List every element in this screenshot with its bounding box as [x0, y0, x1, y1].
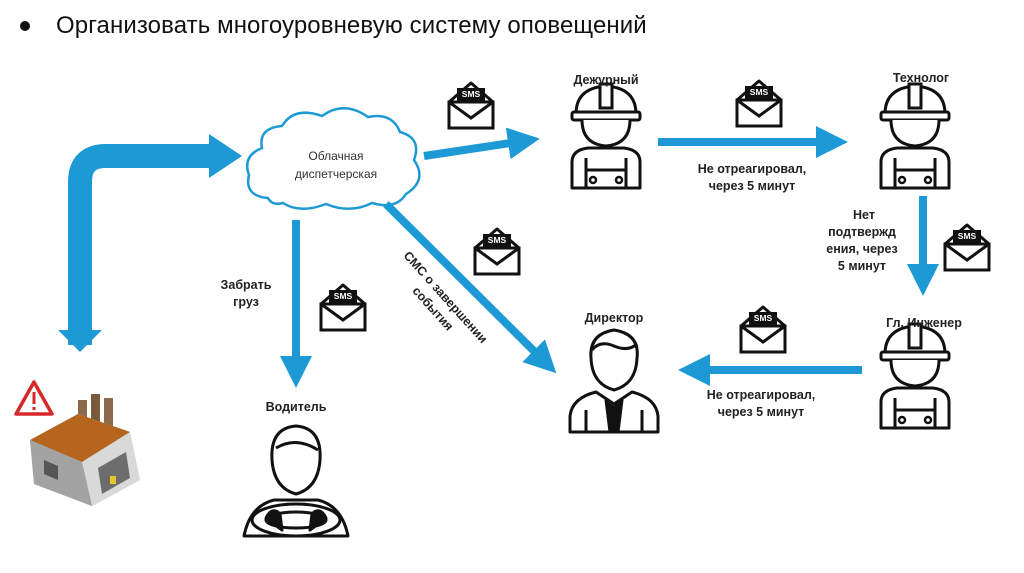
node-label-driver: Водитель [266, 400, 327, 414]
cloud-to-director-arrow [383, 201, 557, 374]
cloud-label-line1: Облачная [308, 149, 363, 163]
sms-envelope-icon [736, 302, 790, 356]
factory-icon [30, 394, 140, 506]
factory-to-cloud-arrow [58, 134, 242, 352]
node-label-chief-engineer: Гл. Инженер [886, 316, 962, 330]
sms-envelope-icon [470, 224, 524, 278]
sms-badge: SMS [488, 235, 507, 245]
cloud-to-duty-arrow [423, 127, 540, 160]
bullet-icon [20, 21, 30, 31]
edge-label-tech-eng-line2: подтвержд [828, 225, 896, 239]
sms-envelope-icon [316, 280, 370, 334]
edge-label-eng-dir-line2: через 5 минут [718, 405, 805, 419]
edge-label-tech-eng-line1: Нет [853, 208, 875, 222]
warning-icon [14, 380, 54, 416]
page-title: Организовать многоуровневую систему опов… [56, 12, 647, 39]
sms-badge: SMS [750, 87, 769, 97]
edge-label-driver-line1: Забрать [221, 278, 272, 292]
sms-envelope-icon [940, 220, 994, 274]
sms-badge: SMS [334, 291, 353, 301]
cloud-icon: Облачная диспетчерская [245, 107, 421, 210]
edge-label-tech-eng-line4: 5 минут [838, 259, 886, 273]
sms-envelope-icon [444, 78, 498, 132]
engineer-worker-icon [879, 322, 951, 430]
edge-label-eng-dir-line1: Не отреагировал, [707, 388, 815, 402]
driver-icon [242, 424, 350, 538]
sms-badge: SMS [462, 89, 481, 99]
edge-label-tech-eng-line3: ения, через [826, 242, 897, 256]
edge-label-duty-tech-line2: через 5 минут [709, 179, 796, 193]
cloud-label-line2: диспетчерская [295, 167, 377, 181]
edge-label-duty-tech-line1: Не отреагировал, [698, 162, 806, 176]
duty-worker-icon [570, 82, 642, 190]
director-icon [568, 328, 660, 434]
sms-badge: SMS [754, 313, 773, 323]
technologist-worker-icon [879, 82, 951, 190]
sms-badge: SMS [958, 231, 977, 241]
edge-label-driver-line2: груз [233, 295, 259, 309]
node-label-technologist: Технолог [893, 71, 949, 85]
sms-envelope-icon [732, 76, 786, 130]
slide-heading: Организовать многоуровневую систему опов… [20, 8, 647, 44]
node-label-director: Директор [585, 311, 644, 325]
node-label-duty: Дежурный [573, 73, 638, 87]
